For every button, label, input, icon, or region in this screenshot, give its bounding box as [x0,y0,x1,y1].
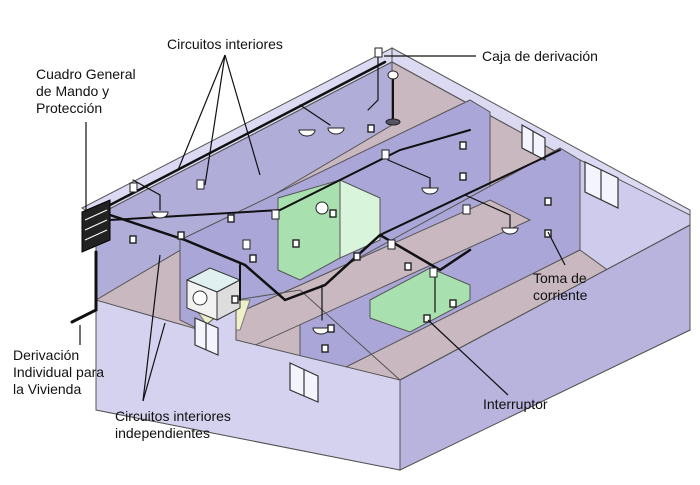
washing-machine [185,267,242,321]
lamp-base [385,118,401,126]
socket-icon [329,209,337,218]
leader-circuitos-independientes [142,254,161,402]
junction-boxes [129,47,471,278]
lamp-icon [387,70,399,80]
leader-interruptor [427,319,509,396]
label-line: de Mando y [36,83,110,99]
leader-circuitos-interiores [224,54,261,176]
socket-icon [249,254,257,263]
switch-icon [353,252,361,261]
leader-circuitos-interiores [177,54,226,171]
label-line: Interruptor [483,396,548,412]
junction-box [387,239,396,250]
switch-icon [321,344,329,353]
wire-main-trunk [108,213,472,302]
label-line: Toma de [533,270,587,286]
label-line: Circuitos interiores [167,36,283,52]
label-line: independientes [115,425,210,441]
bathroom-light [339,179,381,259]
junction-box [271,209,280,220]
junction-box [429,267,438,278]
wire-derivacion-individual [70,250,98,324]
label-line: Protección [36,100,103,116]
label-derivacion-individual: Derivación Individual para la Vivienda [13,347,104,398]
label-line: la Vivienda [13,381,82,397]
label-caja-derivacion: Caja de derivación [482,48,598,65]
lamp-icon [315,201,329,215]
socket-icon [544,229,552,238]
label-line: Circuitos interiores [115,408,231,424]
label-cuadro-general: Cuadro General de Mando y Protección [36,66,136,117]
lamp-icon [298,129,316,137]
label-line: Caja de derivación [482,48,598,64]
switch-icon [292,239,300,248]
leader-circuitos-independientes [142,322,166,402]
leader-toma-corriente [547,231,566,266]
socket-icon [129,235,137,244]
label-circuitos-independientes: Circuitos interiores independientes [115,408,231,442]
junction-box [381,149,390,160]
socket-icon [544,197,552,206]
label-line: corriente [533,287,588,303]
lamp-icon [151,211,169,219]
socket-icon [231,295,239,304]
socket-icon [459,172,467,181]
lamp-icon [501,227,519,235]
wire-circuit-3 [379,149,561,236]
junction-box [242,239,251,250]
switch-icon [367,124,375,133]
socket-icon [459,141,467,150]
socket-icon [449,299,457,308]
leader-circuitos-interiores [204,54,226,186]
front-wall-top [235,224,691,381]
lamp-icon [421,187,439,195]
switch-icon [227,214,235,223]
socket-icon [327,324,335,333]
callout-leaders [79,54,566,402]
switch-icon [404,262,412,271]
junction-box [196,179,205,190]
junction-box [374,47,383,58]
switch-icon [423,314,431,323]
label-line: Derivación [13,347,80,363]
windows [194,123,619,403]
label-toma-corriente: Toma de corriente [533,270,587,304]
lamp-icon [327,127,345,135]
junction-box [462,204,471,215]
ceiling-lamps [151,70,519,335]
label-line: Cuadro General [36,66,136,82]
switches-sockets [129,124,552,353]
label-circuitos-interiores: Circuitos interiores [167,36,283,53]
junction-box [129,182,138,193]
switch-icon [177,231,185,240]
wire-circuit-2 [109,129,471,221]
house-structure [80,47,691,471]
label-line: Individual para [13,364,105,380]
main-panel [81,199,111,253]
label-interruptor: Interruptor [483,396,548,413]
